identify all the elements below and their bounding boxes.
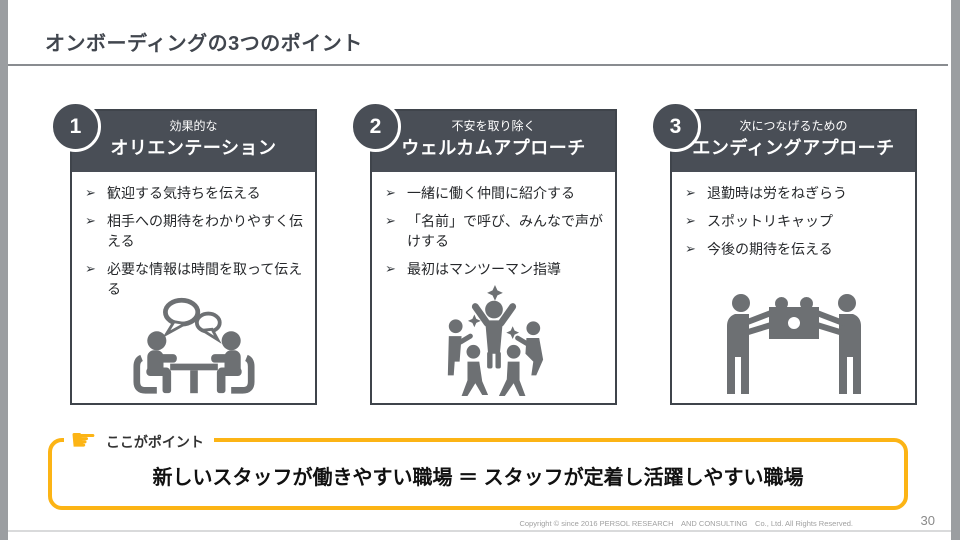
card-header: 効果的な オリエンテーション [72, 111, 315, 172]
bullet-arrow-icon: ➢ [385, 213, 396, 228]
bullet-arrow-icon: ➢ [685, 185, 696, 200]
card-number-badge: 1 [50, 101, 101, 152]
list-item: ➢ 相手への期待をわかりやすく伝える [84, 211, 307, 251]
bullet-text: 相手への期待をわかりやすく伝える [107, 213, 303, 249]
bullet-list: ➢ 一緒に働く仲間に紹介する ➢ 「名前」で呼び、みんなで声がけする ➢ 最初はマンツ… [372, 172, 615, 279]
list-item: ➢ 最初はマンツーマン指導 [384, 259, 607, 279]
list-item: ➢ 退勤時は労をねぎらう [684, 183, 907, 203]
bullet-text: 退勤時は労をねぎらう [707, 185, 847, 201]
card-header-small: 次につなげるための [739, 119, 848, 133]
list-item: ➢ 今後の期待を伝える [684, 239, 907, 259]
welcome-icon [372, 285, 615, 397]
bullet-arrow-icon: ➢ [85, 185, 96, 200]
card-header-large: ウェルカムアプローチ [401, 138, 586, 158]
meeting-icon [72, 295, 315, 397]
bullet-arrow-icon: ➢ [85, 261, 96, 276]
list-item: ➢ 必要な情報は時間を取って伝える [84, 259, 307, 299]
bullet-list: ➢ 歓迎する気持ちを伝える ➢ 相手への期待をわかりやすく伝える ➢ 必要な情報は時間… [72, 172, 315, 299]
bullet-text: 一緒に働く仲間に紹介する [407, 185, 575, 201]
card-number-badge: 3 [650, 101, 701, 152]
teamwork-icon [672, 291, 915, 397]
bottom-divider [8, 530, 951, 532]
card-header: 不安を取り除く ウェルカムアプローチ [372, 111, 615, 172]
page-title: オンボーディングの3つのポイント [45, 33, 363, 55]
page-number: 30 [920, 513, 935, 528]
copyright-text: Copyright © since 2016 PERSOL RESEARCH A… [519, 519, 853, 528]
bullet-text: 必要な情報は時間を取って伝える [107, 261, 303, 297]
pointing-finger-icon: ☛ [70, 424, 97, 457]
bullet-text: スポットリキャップ [707, 213, 833, 229]
bullet-text: 最初はマンツーマン指導 [407, 261, 561, 277]
point-callout-label: ☛ ここがポイント [64, 424, 214, 457]
bullet-arrow-icon: ➢ [685, 213, 696, 228]
card-ending: 3 次につなげるための エンディングアプローチ ➢ 退勤時は労をねぎらう ➢ スポッ… [650, 101, 917, 405]
bullet-text: 今後の期待を伝える [707, 241, 833, 257]
list-item: ➢ 一緒に働く仲間に紹介する [384, 183, 607, 203]
card-header-small: 効果的な [169, 119, 218, 133]
bullet-arrow-icon: ➢ [85, 213, 96, 228]
callout-message: 新しいスタッフが働きやすい職場 ＝ スタッフが定着し活躍しやすい職場 [152, 467, 804, 489]
list-item: ➢ スポットリキャップ [684, 211, 907, 231]
bullet-list: ➢ 退勤時は労をねぎらう ➢ スポットリキャップ ➢ 今後の期待を伝える [672, 172, 915, 259]
list-item: ➢ 「名前」で呼び、みんなで声がけする [384, 211, 607, 251]
list-item: ➢ 歓迎する気持ちを伝える [84, 183, 307, 203]
card-header-large: エンディングアプローチ [692, 138, 895, 158]
card-header-large: オリエンテーション [110, 138, 277, 158]
bullet-arrow-icon: ➢ [385, 261, 396, 276]
callout-label-text: ここがポイント [105, 434, 204, 450]
bullet-arrow-icon: ➢ [385, 185, 396, 200]
left-edge-bar [0, 0, 8, 540]
right-edge-bar [951, 0, 960, 540]
point-callout-box: ☛ ここがポイント 新しいスタッフが働きやすい職場 ＝ スタッフが定着し活躍しや… [48, 426, 908, 510]
title-underline [8, 64, 948, 66]
card-welcome: 2 不安を取り除く ウェルカムアプローチ ➢ 一緒に働く仲間に紹介する ➢ 「名前」… [350, 101, 617, 405]
card-header: 次につなげるための エンディングアプローチ [672, 111, 915, 172]
card-orientation: 1 効果的な オリエンテーション ➢ 歓迎する気持ちを伝える ➢ 相手への期待をわか… [50, 101, 317, 405]
bullet-text: 「名前」で呼び、みんなで声がけする [407, 213, 603, 249]
bullet-text: 歓迎する気持ちを伝える [107, 185, 261, 201]
card-header-small: 不安を取り除く [451, 119, 536, 133]
card-number-badge: 2 [350, 101, 401, 152]
bullet-arrow-icon: ➢ [685, 241, 696, 256]
